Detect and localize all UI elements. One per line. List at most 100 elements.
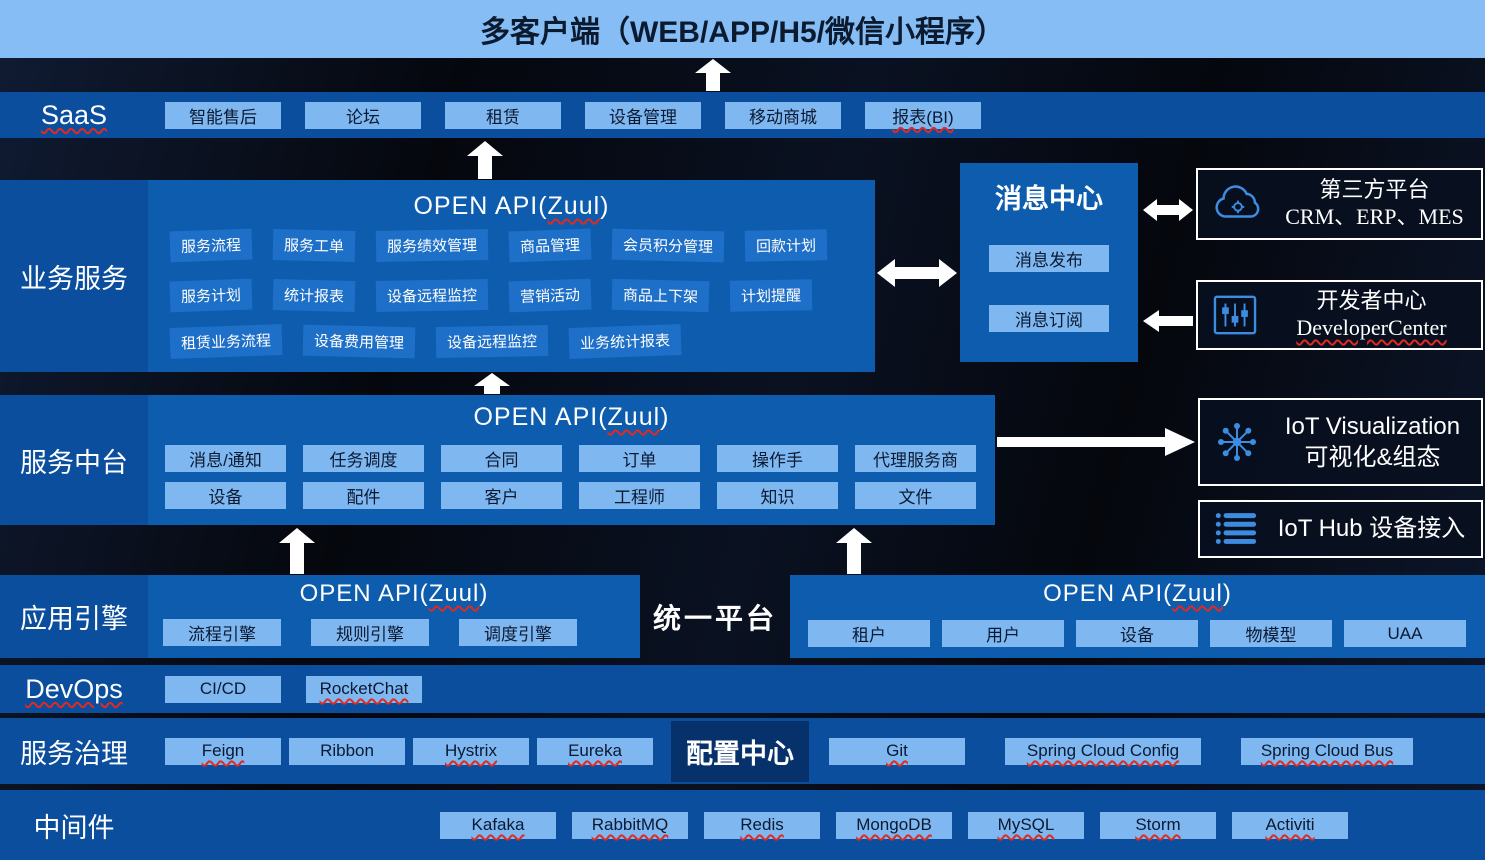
saas-chip: 报表(BI) <box>865 101 981 129</box>
open-api-zuul: Zuul <box>1172 580 1223 607</box>
saas-row: SaaS 智能售后论坛租赁设备管理移动商城报表(BI) <box>0 92 1485 138</box>
third-party-text: 第三方平台 CRM、ERP、MES <box>1276 177 1473 231</box>
saas-chip: 智能售后 <box>165 101 281 129</box>
up-arrow-business-to-saas <box>467 141 503 179</box>
service-platform-chip: 客户 <box>441 482 562 509</box>
open-api-prefix: OPEN API( <box>473 403 608 431</box>
third-party-panel: 第三方平台 CRM、ERP、MES <box>1196 168 1483 240</box>
app-engine-left-panel: OPEN API(Zuul) 流程引擎规则引擎调度引擎 <box>148 575 640 658</box>
governance-label: 服务治理 <box>20 738 128 769</box>
service-platform-chip: 文件 <box>855 482 976 509</box>
message-center-chips: 消息发布消息订阅 <box>989 245 1109 332</box>
saas-chips: 智能售后论坛租赁设备管理移动商城报表(BI) <box>165 101 981 129</box>
banner-title: 多客户端（WEB/APP/H5/微信小程序） <box>479 16 1006 49</box>
devops-row-label: DevOps <box>0 674 148 705</box>
iot-visualization-line2: 可视化&组态 <box>1304 444 1441 471</box>
up-arrow-to-banner <box>695 59 731 91</box>
config-center-label: 配置中心 <box>671 720 809 782</box>
governance-chip: Ribbon <box>289 737 405 765</box>
saas-chip: 设备管理 <box>585 101 701 129</box>
up-arrow-engine-to-service-right <box>836 528 872 574</box>
network-nodes-icon <box>1214 419 1260 465</box>
business-chips-row3: 租赁业务流程设备费用管理设备远程监控业务统计报表 <box>169 324 682 359</box>
middleware-chip: MongoDB <box>836 811 952 839</box>
middleware-chip: Kafaka <box>440 811 556 839</box>
business-chip: 服务流程 <box>169 228 253 263</box>
third-party-line2: CRM、ERP、MES <box>1285 204 1464 229</box>
business-chip: 商品上下架 <box>611 278 710 313</box>
business-label: 业务服务 <box>20 263 128 294</box>
left-arrow-developer-to-message <box>1143 310 1193 332</box>
service-platform-open-api-panel: OPEN API(Zuul) 消息/通知任务调度合同订单操作手代理服务商 设备配… <box>148 395 995 525</box>
governance-row-label: 服务治理 <box>0 732 148 771</box>
service-platform-chip: 代理服务商 <box>855 445 976 472</box>
governance-chip: Spring Cloud Config <box>1005 737 1201 765</box>
iot-visualization-line1: IoT Visualization <box>1284 412 1461 440</box>
governance-chip: Spring Cloud Bus <box>1241 737 1413 765</box>
governance-chip: Feign <box>165 737 281 765</box>
devops-label: DevOps <box>25 673 123 704</box>
service-platform-row-label: 服务中台 <box>0 395 148 525</box>
service-platform-label: 服务中台 <box>20 447 128 478</box>
business-chip: 租赁业务流程 <box>169 324 283 359</box>
governance-chip: Hystrix <box>413 737 529 765</box>
business-chip: 设备费用管理 <box>302 324 416 359</box>
business-chip: 会员积分管理 <box>611 228 725 263</box>
app-engine-chip: 调度引擎 <box>459 619 577 646</box>
business-chips-row1: 服务流程服务工单服务绩效管理商品管理会员积分管理回款计划 <box>169 228 828 263</box>
cloud-gear-icon <box>1212 183 1264 225</box>
middleware-chip: Redis <box>704 811 820 839</box>
saas-row-label: SaaS <box>0 100 148 131</box>
devops-chip: RocketChat <box>306 675 422 703</box>
service-platform-chip: 工程师 <box>579 482 700 509</box>
open-api-zuul: Zuul <box>547 192 601 220</box>
app-engine-chip: 流程引擎 <box>163 619 281 646</box>
saas-label: SaaS <box>40 99 108 130</box>
service-platform-chip: 操作手 <box>717 445 838 472</box>
saas-chip: 论坛 <box>305 101 421 129</box>
iot-hub-title: IoT Hub 设备接入 <box>1277 515 1466 543</box>
service-platform-chip: 消息/通知 <box>165 445 286 472</box>
business-chip: 服务计划 <box>169 278 253 313</box>
middleware-chip: Storm <box>1100 811 1216 839</box>
governance-chip: Eureka <box>537 737 653 765</box>
service-platform-chip: 任务调度 <box>303 445 424 472</box>
business-chip: 业务统计报表 <box>568 324 682 359</box>
business-chip: 设备远程监控 <box>375 279 489 312</box>
double-arrow-business-message <box>877 259 957 287</box>
developer-center-panel: 开发者中心 DeveloperCenter <box>1196 280 1483 350</box>
message-center-panel: 消息中心 消息发布消息订阅 <box>960 163 1138 362</box>
middleware-chips: Kafaka RabbitMQ Redis MongoDB MySQL Storm Acti… <box>440 811 1348 839</box>
open-api-zuul: Zuul <box>428 580 480 607</box>
developer-center-line1: 开发者中心 <box>1316 288 1427 314</box>
middleware-chip: MySQL <box>968 811 1084 839</box>
right-arrow-service-to-iot <box>997 428 1195 456</box>
third-party-line1: 第三方平台 <box>1319 177 1430 203</box>
message-center-title: 消息中心 <box>995 184 1103 214</box>
open-api-title: OPEN API(Zuul) <box>790 580 1485 608</box>
service-platform-chip: 合同 <box>441 445 562 472</box>
iot-hub-panel: IoT Hub 设备接入 <box>1198 500 1483 558</box>
business-chip: 商品管理 <box>508 228 592 263</box>
app-engine-chip: 租户 <box>808 620 930 647</box>
middleware-chip: RabbitMQ <box>572 811 688 839</box>
service-platform-chips-row1: 消息/通知任务调度合同订单操作手代理服务商 <box>165 445 976 472</box>
app-engine-chip: 规则引擎 <box>311 619 429 646</box>
iot-visualization-text: IoT Visualization 可视化&组态 <box>1272 411 1473 473</box>
service-platform-chip: 知识 <box>717 482 838 509</box>
middleware-chip: Activiti <box>1232 811 1348 839</box>
saas-chip: 移动商城 <box>725 101 841 129</box>
business-chip: 回款计划 <box>744 229 828 262</box>
developer-console-icon <box>1212 294 1258 336</box>
business-chips-row2: 服务计划统计报表设备远程监控营销活动商品上下架计划提醒 <box>169 278 813 313</box>
open-api-prefix: OPEN API( <box>413 192 548 220</box>
service-platform-chips-row2: 设备配件客户工程师知识文件 <box>165 482 976 509</box>
business-chip: 服务绩效管理 <box>375 229 489 262</box>
up-arrow-engine-to-service-left <box>279 528 315 574</box>
